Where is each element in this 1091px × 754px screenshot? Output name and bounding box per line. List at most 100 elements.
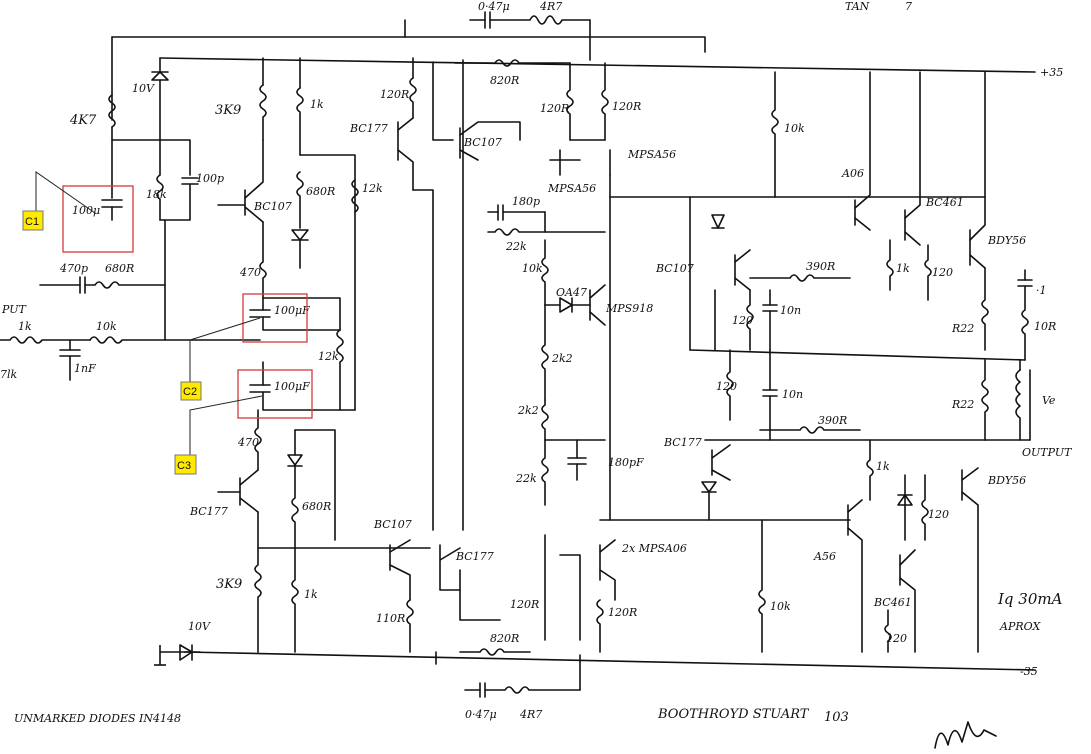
bot-res-label: 4R7 — [519, 708, 542, 721]
r-1k-out-a-label: 1k — [896, 262, 910, 275]
q-bc461a-label: BC461 — [925, 196, 964, 209]
tag-c2-label: C2 — [183, 386, 197, 398]
input-rgnd-label: 7lk — [0, 368, 18, 381]
r-120e-label: 120R — [608, 606, 637, 619]
top-res-label: 4R7 — [539, 0, 562, 13]
q-bdy56a-label: BDY56 — [987, 234, 1026, 247]
r-120d-label: 120R — [510, 598, 539, 611]
c3-cap-label: 100μF — [274, 380, 310, 393]
input-r2-label: 10k — [96, 320, 117, 333]
rails — [111, 19, 1036, 691]
tag-c3 — [174, 454, 197, 475]
diode-oa47-label: OA47 — [556, 286, 587, 299]
r-10k-vas-label: 10k — [522, 262, 543, 275]
tag-c2 — [180, 381, 202, 401]
title-fragment: TAN — [845, 0, 870, 13]
q-bc177b-label: BC177 — [455, 550, 494, 563]
callout-box-c3 — [237, 369, 313, 419]
r-820-top-label: 820R — [490, 74, 519, 87]
r-10r-label: 10R — [1034, 320, 1056, 333]
q-bc177-vas-label: BC177 — [349, 122, 388, 135]
r-470b-label: 470 — [237, 436, 259, 449]
r-680b-label: 680R — [306, 185, 335, 198]
r-2k2a-label: 2k2 — [551, 352, 573, 365]
top-cap-label: 0·47μ — [478, 0, 510, 13]
input-r1-label: 1k — [18, 320, 32, 333]
r-r22b-label: R22 — [951, 398, 974, 411]
q-bc177-out-label: BC177 — [663, 436, 702, 449]
output-label: OUTPUT — [1022, 446, 1073, 459]
c1-cap-label: 100μ — [72, 204, 100, 217]
r-120-out-b-label: 120 — [732, 314, 753, 327]
r-680c-label: 680R — [302, 500, 331, 513]
r-18k-label: 18k — [146, 188, 167, 201]
tag-c3-label: C3 — [177, 460, 191, 472]
r-680-label: 680R — [105, 262, 134, 275]
input-cap-label: 1nF — [74, 362, 96, 375]
r-22k-b-label: 22k — [515, 472, 537, 485]
q-bc107-out-label: BC107 — [655, 262, 694, 275]
bot-cap-label: 0·47μ — [465, 708, 497, 721]
c-10n-b-label: 10n — [782, 388, 803, 401]
q-bc177-label: BC177 — [189, 505, 228, 518]
r-12k-a-label: 12k — [362, 182, 383, 195]
c-100p-label: 100p — [196, 172, 224, 185]
positive-rail-label: +35 — [1040, 66, 1063, 79]
tag-c1 — [22, 210, 44, 231]
r-390b-label: 390R — [818, 414, 847, 427]
r-470a-label: 470 — [239, 266, 261, 279]
q-bc461b-label: BC461 — [873, 596, 912, 609]
r-120c-label: 120R — [612, 100, 641, 113]
r-120-out-e-label: 120 — [886, 632, 907, 645]
q-mps918-label: MPS918 — [605, 302, 653, 315]
r-120-out-a-label: 120 — [932, 266, 953, 279]
r-4k7-label: 4K7 — [69, 113, 97, 128]
q-mpsa56b-label: MPSA56 — [627, 148, 676, 161]
r-820-bot-label: 820R — [490, 632, 519, 645]
callout-annotations: C1 C2 C3 — [22, 171, 313, 475]
credit-label: BOOTHROYD STUART — [657, 707, 810, 722]
r-120a-label: 120R — [380, 88, 409, 101]
r-1k-top-label: 1k — [310, 98, 324, 111]
r-12k-b-label: 12k — [318, 350, 339, 363]
r-390a-label: 390R — [806, 260, 835, 273]
negative-rail-label: -35 — [1020, 665, 1038, 678]
r-2k2b-label: 2k2 — [517, 404, 539, 417]
r-120-out-d-label: 120 — [928, 508, 949, 521]
q-bc107-label: BC107 — [253, 200, 292, 213]
r-120b-label: 120R — [540, 102, 569, 115]
r-3k9-label: 3K9 — [215, 103, 241, 118]
zener-b-label: 10V — [188, 620, 211, 633]
iq-approx: APROX — [999, 620, 1041, 633]
tag-c1-label: C1 — [25, 216, 39, 228]
title-suffix: 7 — [905, 0, 912, 13]
front-end-block: 10V 4K7 100μ 18k 100p 470p 680R PUT 1k 1… — [0, 57, 431, 666]
q-mpsa06-label: 2x MPSA06 — [621, 542, 687, 555]
r-3k9-b-label: 3K9 — [216, 577, 242, 592]
q-mpsa56a-label: MPSA56 — [547, 182, 596, 195]
q-bdy56b-label: BDY56 — [987, 474, 1026, 487]
r-120-out-c-label: 120 — [716, 380, 737, 393]
zener-label: 10V — [132, 82, 155, 95]
inductor-label: Ve — [1042, 394, 1056, 407]
q-bc107b-label: BC107 — [373, 518, 412, 531]
footer: UNMARKED DIODES IN4148 BOOTHROYD STUART … — [14, 707, 997, 749]
c-180p-label: 180p — [512, 195, 540, 208]
credit-number: 103 — [824, 710, 849, 725]
c-10n-a-label: 10n — [780, 304, 801, 317]
q-bc107-vas-label: BC107 — [463, 136, 502, 149]
c-180pf-label: 180pF — [608, 456, 644, 469]
diodes-note: UNMARKED DIODES IN4148 — [14, 712, 181, 725]
input-label: PUT — [1, 303, 27, 316]
top-bootstrap: 0·47μ 4R7 TAN 7 — [469, 0, 912, 29]
c-470p-label: 470p — [59, 262, 88, 275]
r-10k-out-a-label: 10k — [784, 122, 805, 135]
q-a56-label: A56 — [813, 550, 836, 563]
iq-note: Iq 30mA — [997, 590, 1063, 608]
signature — [934, 721, 997, 749]
r-10k-out-b-label: 10k — [770, 600, 791, 613]
r-1k-out-b-label: 1k — [876, 460, 890, 473]
c-01-label: ·1 — [1036, 284, 1047, 297]
r-1k-b-label: 1k — [304, 588, 318, 601]
